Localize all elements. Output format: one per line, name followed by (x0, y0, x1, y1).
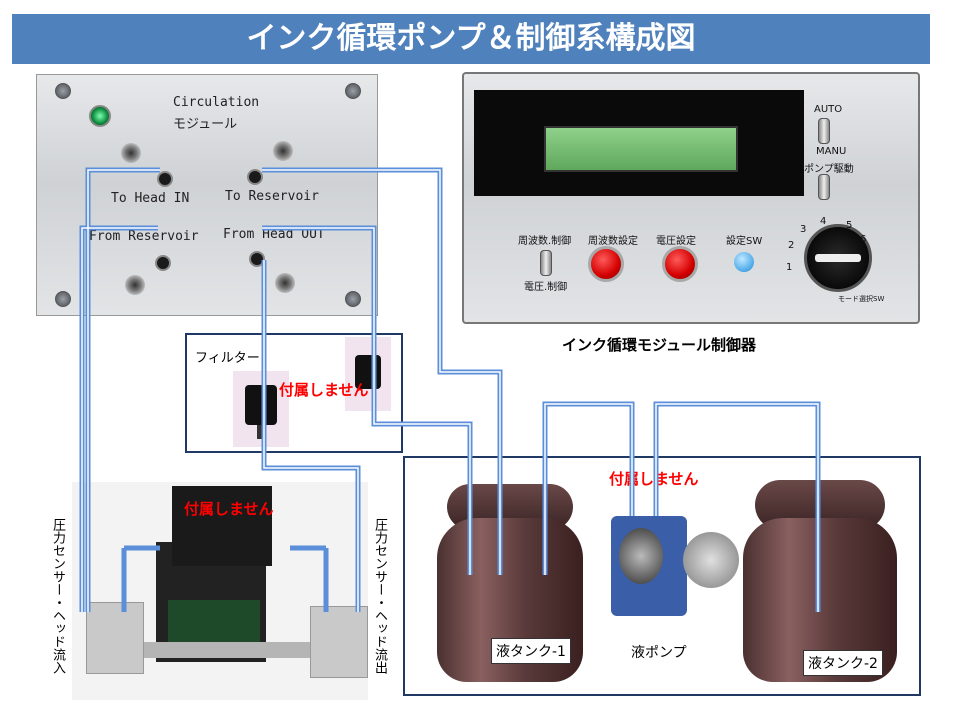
tube-pump-tank2 (653, 401, 821, 612)
power-led-icon (89, 105, 111, 127)
fitting-nut-icon (275, 273, 295, 293)
sensor-right-body (310, 606, 368, 678)
filter-not-included: 付属しません (279, 381, 369, 399)
auto-manu-toggle[interactable] (818, 118, 830, 144)
lcd-screen (544, 126, 738, 172)
auto-label: AUTO (814, 104, 843, 115)
port-reservoir-label: To Reservoir (225, 189, 319, 204)
pump-label: 液ポンプ (631, 645, 687, 661)
tube-from-reservoir (79, 225, 158, 612)
filter-label: フィルター (195, 351, 260, 366)
dial-mark-2: 2 (788, 240, 795, 251)
tank2-label: 液タンク-2 (803, 650, 883, 676)
freq-set-button[interactable] (588, 246, 624, 282)
set-sw-label: 設定SW (726, 236, 763, 247)
print-head-photo: 付属しません (72, 482, 368, 700)
filter-box: フィルター 付属しません (185, 333, 403, 453)
head-base (132, 642, 312, 658)
freq-set-label: 周波数設定 (588, 236, 638, 247)
controller-unit: AUTO MANU ポンプ駆動 周波数.制御 電圧.制御 周波数設定 電圧設定 … (462, 72, 920, 324)
port-from-head-out-connector (249, 251, 265, 267)
dial-mark-6: 6 (860, 234, 867, 245)
module-name-line2: モジュール (173, 117, 238, 132)
sensor-left-body (86, 602, 144, 674)
port-reservoir-connector (247, 169, 263, 185)
pump-head-icon (619, 528, 663, 584)
port-from-head-out-label: From Head OUT (223, 227, 325, 242)
set-sw-button[interactable] (734, 252, 754, 272)
pump-drive-label: ポンプ駆動 (804, 164, 854, 175)
title-banner: インク循環ポンプ＆制御系構成図 (12, 14, 930, 64)
dial-mark-5: 5 (846, 220, 853, 231)
filter-body-icon (355, 355, 381, 389)
head-top-block (172, 486, 272, 566)
port-from-reservoir-connector (155, 255, 171, 271)
port-head-in-connector (157, 171, 173, 187)
port-from-reservoir-label: From Reservoir (89, 229, 199, 244)
filter-body-icon (245, 385, 277, 425)
tube-tank1-pump (542, 401, 635, 575)
filter-image-1 (233, 371, 289, 447)
module-name-line1: Circulation (173, 95, 260, 110)
screw-icon (345, 83, 361, 99)
dial-mark-1: 1 (786, 262, 793, 273)
sensor-out-label: 圧力センサー・ヘッド流出 (372, 518, 387, 674)
port-head-in-label: To Head IN (111, 191, 190, 206)
fitting-nut-icon (121, 143, 141, 163)
tank1-label: 液タンク-1 (491, 638, 571, 664)
pump-motor-icon (683, 532, 739, 588)
dial-mark-3: 3 (800, 224, 807, 235)
dial-pointer (815, 254, 861, 262)
filter-nozzle-icon (257, 425, 265, 439)
screw-icon (55, 291, 71, 307)
screw-icon (345, 291, 361, 307)
tube-filter-to-head (261, 260, 361, 612)
circulation-module: Circulation モジュール To Head IN To Reservoi… (36, 74, 378, 316)
screw-icon (55, 83, 71, 99)
fitting-nut-icon (273, 141, 293, 161)
fitting-nut-icon (125, 275, 145, 295)
freq-ctrl-label: 周波数.制御 (518, 236, 572, 247)
controller-caption: インク循環モジュール制御器 (562, 336, 756, 354)
head-pcb (168, 600, 260, 642)
pump-drive-toggle[interactable] (818, 174, 830, 200)
volt-set-label: 電圧設定 (656, 236, 696, 247)
filter-image-2 (345, 337, 391, 411)
mode-select-dial[interactable] (804, 224, 872, 292)
mode-sw-label: モード選択SW (838, 295, 885, 303)
lcd-bezel (474, 90, 804, 196)
head-not-included: 付属しません (184, 500, 274, 518)
dial-mark-4: 4 (820, 216, 827, 227)
volt-set-button[interactable] (662, 246, 698, 282)
volt-ctrl-label: 電圧.制御 (524, 282, 568, 293)
manu-label: MANU (816, 146, 847, 157)
sensor-in-label: 圧力センサー・ヘッド流入 (50, 518, 65, 674)
freq-volt-toggle[interactable] (540, 250, 552, 276)
